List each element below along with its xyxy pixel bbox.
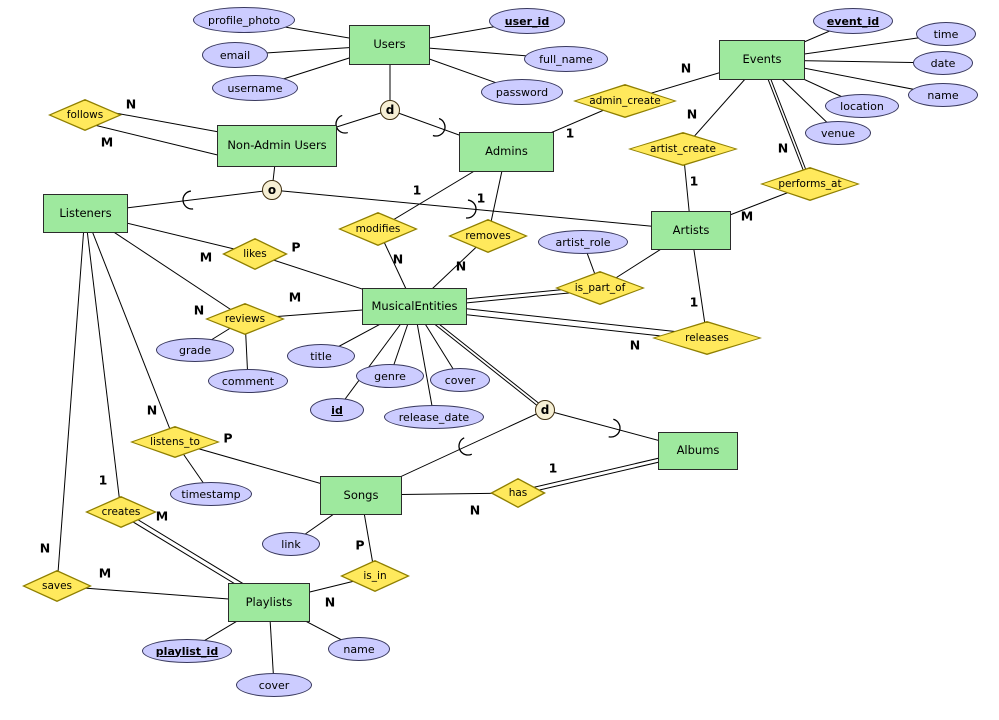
cardinality-removes-1: 1 — [476, 190, 486, 206]
cardinality-listens-to-p: P — [223, 430, 233, 446]
attribute-musical-cover: cover — [430, 368, 490, 392]
relationship-label: saves — [41, 580, 73, 592]
cardinality-reviews-m: M — [288, 289, 302, 305]
relationship-has: has — [490, 478, 546, 508]
cardinality-likes-p: P — [291, 239, 301, 255]
entity-events: Events — [719, 40, 805, 80]
entity-albums: Albums — [658, 432, 738, 470]
cardinality-listens-to-n: N — [146, 402, 158, 418]
cardinality-has-n: N — [469, 502, 481, 518]
cardinality-admin-create-1: 1 — [565, 125, 575, 141]
attribute-title: title — [287, 344, 355, 368]
entity-playlists: Playlists — [228, 583, 310, 622]
attribute-password: password — [481, 79, 563, 105]
cardinality-is-in-p: P — [355, 537, 365, 553]
cardinality-artist-create-n: N — [686, 106, 698, 122]
attribute-full-name: full_name — [524, 46, 608, 72]
attribute-release-date: release_date — [384, 405, 484, 429]
entity-listeners: Listeners — [43, 194, 128, 233]
relationship-modifies: modifies — [338, 212, 418, 246]
attribute-event-id: event_id — [813, 8, 893, 34]
attribute-location: location — [825, 94, 899, 118]
subset-arc-symbols — [182, 114, 621, 456]
relationship-label: admin_create — [589, 95, 661, 107]
attribute-genre: genre — [356, 364, 424, 388]
attribute-venue: venue — [805, 121, 871, 145]
relationship-label: follows — [66, 109, 104, 121]
cardinality-has-1: 1 — [548, 460, 558, 476]
cardinality-follows-n: N — [125, 96, 137, 112]
cardinality-artist-create-1: 1 — [689, 173, 699, 189]
specialization-circle-users-d: d — [380, 100, 400, 120]
cardinality-creates-1: 1 — [98, 472, 108, 488]
cardinality-creates-m: M — [155, 508, 169, 524]
cardinality-releases-1: 1 — [689, 294, 699, 310]
attribute-link: link — [262, 532, 320, 556]
attribute-date: date — [913, 51, 973, 75]
cardinality-admin-create-n: N — [680, 60, 692, 76]
cardinality-performs-at-n: N — [777, 140, 789, 156]
entity-songs: Songs — [320, 476, 402, 515]
entity-musical-entities: MusicalEntities — [362, 288, 467, 325]
attribute-comment: comment — [208, 369, 288, 393]
relationship-listens-to: listens_to — [130, 426, 220, 458]
attribute-email: email — [202, 42, 268, 68]
cardinality-removes-n: N — [455, 258, 467, 274]
attribute-playlist-name: name — [328, 637, 390, 661]
entity-non-admin-users: Non-Admin Users — [217, 125, 337, 167]
relationship-saves: saves — [22, 570, 92, 602]
relationship-label: performs_at — [778, 178, 842, 190]
relationship-likes: likes — [222, 238, 288, 270]
relationship-label: removes — [465, 230, 511, 242]
relationship-label: has — [508, 487, 528, 499]
cardinality-releases-n: N — [629, 337, 641, 353]
relationship-removes: removes — [448, 219, 528, 253]
attribute-timestamp: timestamp — [170, 482, 252, 506]
entity-artists: Artists — [651, 211, 731, 250]
relationship-label: releases — [685, 332, 729, 344]
attribute-username: username — [212, 75, 298, 101]
attribute-user-id: user_id — [489, 8, 565, 34]
relationship-reviews: reviews — [205, 303, 285, 335]
entity-admins: Admins — [459, 132, 554, 172]
attribute-event-name: name — [908, 83, 978, 107]
relationship-label: reviews — [224, 313, 266, 325]
specialization-circle-nonadmin-o: o — [262, 180, 282, 200]
cardinality-saves-n: N — [39, 540, 51, 556]
attribute-playlist-cover: cover — [236, 673, 312, 697]
relationship-label: is_part_of — [574, 282, 626, 294]
attribute-grade: grade — [156, 338, 234, 362]
relationship-releases: releases — [652, 321, 762, 355]
cardinality-saves-m: M — [98, 565, 112, 581]
relationship-follows: follows — [48, 99, 122, 131]
relationship-is-in: is_in — [340, 560, 410, 592]
relationship-label: artist_create — [650, 143, 716, 155]
attribute-profile-photo: profile_photo — [193, 7, 295, 33]
specialization-circle-musical-d: d — [535, 400, 555, 420]
relationship-label: modifies — [355, 223, 401, 235]
cardinality-likes-m: M — [199, 249, 213, 265]
attribute-playlist-id: playlist_id — [142, 639, 232, 663]
cardinality-modifies-1: 1 — [412, 182, 422, 198]
cardinality-follows-m: M — [100, 134, 114, 150]
relationship-admin-create: admin_create — [573, 84, 677, 118]
cardinality-is-in-n: N — [324, 594, 336, 610]
relationship-label: is_in — [363, 570, 387, 582]
attribute-time: time — [916, 22, 976, 46]
relationship-is-part-of: is_part_of — [555, 271, 645, 305]
relationship-label: likes — [243, 248, 267, 260]
relationship-creates: creates — [85, 496, 157, 528]
cardinality-reviews-n: N — [193, 302, 205, 318]
relationship-artist-create: artist_create — [628, 132, 738, 166]
entity-users: Users — [349, 25, 430, 65]
attribute-id: id — [310, 398, 364, 422]
attribute-artist-role: artist_role — [538, 230, 628, 254]
cardinality-modifies-n: N — [392, 251, 404, 267]
relationship-label: listens_to — [150, 436, 200, 448]
relationship-performs-at: performs_at — [760, 167, 860, 201]
cardinality-performs-at-m: M — [740, 208, 754, 224]
relationship-label: creates — [101, 506, 141, 518]
